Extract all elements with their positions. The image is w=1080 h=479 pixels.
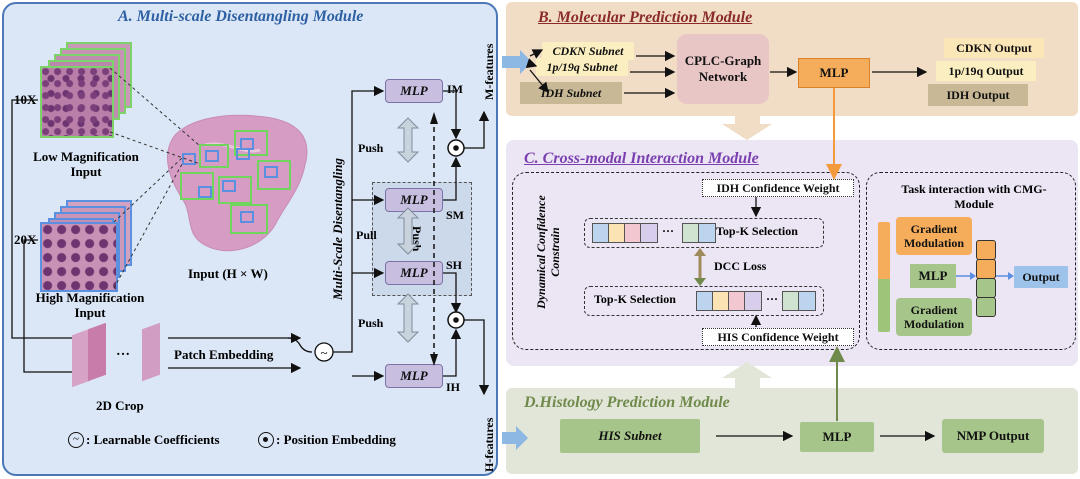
patch-embedding-label: Patch Embedding: [174, 347, 274, 362]
p19q-subnet-box: 1p/19q Subnet: [536, 58, 628, 76]
task-dashed-box: [866, 172, 1076, 350]
low-mag-input-label: Low Magnification Input: [33, 149, 139, 179]
dcc-dashed-box: [512, 172, 860, 350]
mlp-im: MLP: [385, 79, 443, 103]
low-mag-patch-image: [40, 66, 114, 138]
crop-label: 2D Crop: [96, 398, 144, 413]
mlp-d-box: MLP: [800, 422, 874, 452]
legend-coeff-label: : Learnable Coefficients: [86, 432, 220, 447]
high-mag-patch-image: [40, 222, 118, 292]
cplc-graph-box: CPLC-Graph Network: [677, 34, 769, 104]
gradient-modulation-2: Gradient Modulation: [896, 298, 972, 336]
high-mag-input-label: High Magnification Input: [35, 290, 145, 320]
label-ih: IH: [446, 380, 461, 394]
his-subnet-box: HIS Subnet: [560, 419, 700, 453]
topk-1-ellipsis: ···: [662, 224, 675, 238]
label-sh: SH: [446, 258, 463, 272]
legend-pos-icon: [258, 432, 274, 448]
nmp-output-box: NMP Output: [942, 419, 1044, 453]
topk-2-container: [584, 286, 824, 316]
idh-output-box: IDH Output: [928, 84, 1028, 106]
label-sm: SM: [446, 208, 464, 222]
cdkn-output-box: CDKN Output: [944, 38, 1044, 58]
his-confidence-weight: HIS Confidence Weight: [702, 328, 854, 346]
panel-d-title: D.Histology Prediction Module: [524, 394, 730, 411]
output-box: Output: [1014, 266, 1068, 288]
legend-coeff-icon: ~: [68, 432, 84, 448]
mlp-ih: MLP: [385, 364, 443, 388]
panel-c-title: C. Cross-modal Interaction Module: [524, 150, 759, 167]
topk-2-label: Top-K Selection: [594, 292, 676, 306]
cdkn-subnet-box: CDKN Subnet: [542, 42, 634, 60]
push-label-bottom: Push: [358, 316, 384, 330]
svg-text:~: ~: [320, 345, 327, 360]
input-size-label: Input (H × W): [188, 266, 268, 281]
mlp-c-box: MLP: [910, 264, 956, 288]
idh-confidence-weight: IDH Confidence Weight: [702, 179, 854, 197]
crop-ellipsis: …: [116, 344, 130, 359]
topk-2-ellipsis: ···: [766, 292, 779, 306]
pull-label: Pull: [356, 228, 377, 242]
modulation-bar: [878, 222, 890, 332]
panel-b-title: B. Molecular Prediction Module: [538, 9, 753, 26]
topk-1-label: Top-K Selection: [716, 224, 798, 238]
panel-a-title: A. Multi-scale Disentangling Module: [118, 8, 364, 25]
push-label-top: Push: [358, 141, 384, 155]
topk-1-container: [584, 218, 824, 248]
mlp-b-box: MLP: [798, 58, 870, 88]
gradient-modulation-1: Gradient Modulation: [896, 217, 972, 255]
task-title: Task interaction with CMG-Module: [901, 182, 1047, 211]
label-im: IM: [447, 82, 463, 96]
p19q-output-box: 1p/19q Output: [936, 61, 1036, 81]
dcc-loss-label: DCC Loss: [714, 259, 767, 273]
legend-pos-label: : Position Embedding: [276, 432, 396, 447]
